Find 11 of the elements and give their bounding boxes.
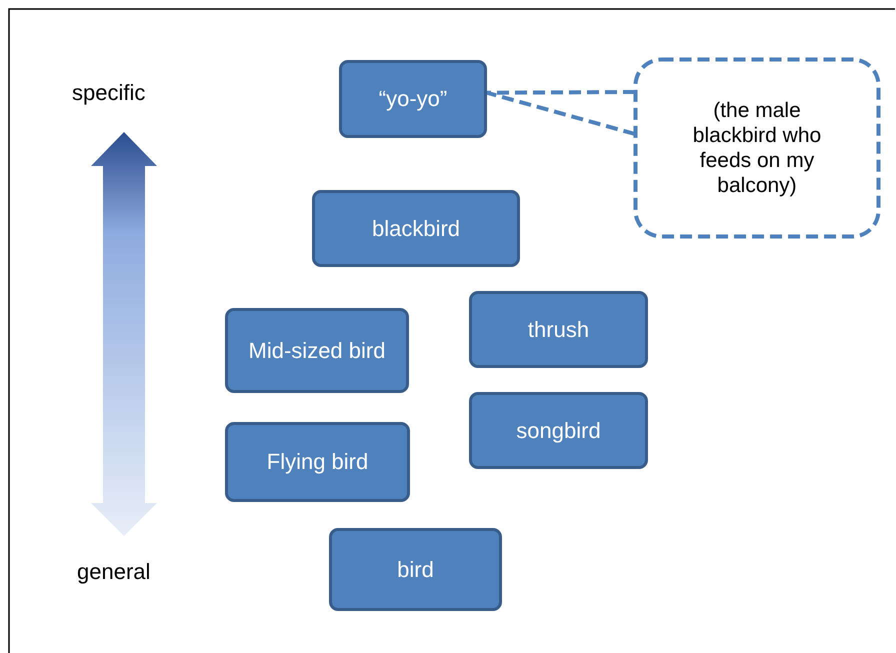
axis-label: general	[77, 559, 150, 585]
concept-box: “yo-yo”	[339, 60, 487, 138]
concept-box: Mid-sized bird	[225, 308, 409, 393]
concept-box: blackbird	[312, 190, 520, 267]
concept-box: Flying bird	[225, 422, 410, 502]
speech-bubble-pointer	[485, 90, 637, 136]
concept-box: songbird	[469, 392, 648, 469]
concept-box: bird	[329, 528, 502, 611]
axis-label: specific	[72, 80, 146, 106]
concept-box: thrush	[469, 291, 648, 368]
callout-text: (the male blackbird who feeds on my balcony)	[692, 98, 822, 198]
